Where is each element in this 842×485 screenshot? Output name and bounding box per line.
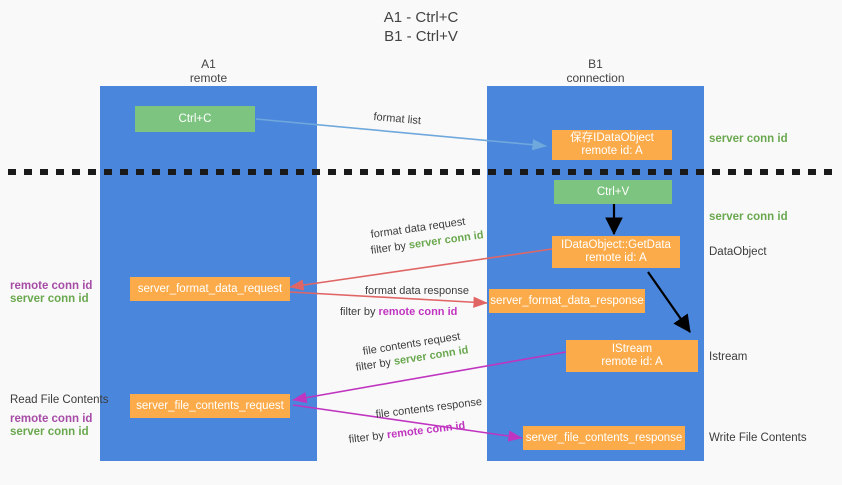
node-ctrl-v-label: Ctrl+V: [596, 185, 630, 198]
title-line-2: B1 - Ctrl+V: [384, 28, 458, 45]
edge-label-format-data-response-filter: filter by remote conn id: [340, 306, 457, 319]
label-read-file-contents: Read File Contents: [10, 394, 109, 406]
node-server-format-data-request[interactable]: server_format_data_request: [130, 277, 290, 301]
arrow-file-contents-request: [292, 351, 567, 404]
arrow-format-list: [255, 118, 547, 151]
label-dataobject: DataObject: [709, 246, 767, 258]
label-server-conn-id-2: server conn id: [10, 426, 89, 438]
lane-b1-name: B1: [588, 57, 603, 71]
node-save-dataobject[interactable]: 保存IDataObject remote id: A: [552, 130, 672, 160]
label-istream: Istream: [709, 351, 748, 363]
arrow-format-data-response: [289, 291, 488, 308]
node-istream[interactable]: IStream remote id: A: [566, 340, 698, 372]
label-remote-conn-id-2: remote conn id: [10, 413, 93, 425]
label-server-conn-id-mid: server conn id: [709, 211, 788, 223]
node-istream-line2: remote id: A: [601, 356, 663, 368]
label-server-conn-id-top: server conn id: [709, 133, 788, 145]
filter-key-remote-conn-id: remote conn id: [378, 306, 458, 318]
page-title: A1 - Ctrl+C B1 - Ctrl+V: [0, 8, 842, 46]
node-server-format-data-response[interactable]: server_format_data_response: [489, 289, 645, 313]
lane-header-a1: A1 remote: [100, 57, 317, 85]
node-idataobject-getdata-line1: IDataObject::GetData: [561, 239, 671, 251]
node-server-format-data-response-label: server_format_data_response: [490, 294, 644, 307]
node-save-dataobject-line1: 保存IDataObject: [570, 132, 654, 144]
node-save-dataobject-line2: remote id: A: [581, 145, 643, 157]
node-server-format-data-request-label: server_format_data_request: [137, 282, 283, 295]
filter-prefix: filter by: [340, 306, 379, 318]
node-server-file-contents-request-label: server_file_contents_request: [136, 399, 284, 412]
lane-a1-name: A1: [201, 57, 216, 71]
arrow-format-data-request: [289, 248, 553, 291]
node-istream-line1: IStream: [611, 343, 653, 355]
lane-b1-sub: connection: [566, 71, 625, 85]
node-idataobject-getdata[interactable]: IDataObject::GetData remote id: A: [552, 236, 680, 268]
lane-header-b1: B1 connection: [487, 57, 704, 85]
arrow-getdata-to-istream: [647, 271, 691, 333]
lane-a1-sub: remote: [189, 71, 228, 85]
label-server-conn-id-1: server conn id: [10, 293, 89, 305]
node-server-file-contents-response-label: server_file_contents_response: [525, 431, 683, 444]
node-server-file-contents-request[interactable]: server_file_contents_request: [130, 394, 290, 418]
label-write-file-contents: Write File Contents: [709, 432, 807, 444]
node-idataobject-getdata-line2: remote id: A: [585, 252, 647, 264]
node-ctrl-c[interactable]: Ctrl+C: [135, 106, 255, 132]
arrow-file-contents-response: [292, 404, 523, 442]
node-ctrl-v[interactable]: Ctrl+V: [554, 180, 672, 204]
node-server-file-contents-response[interactable]: server_file_contents_response: [523, 426, 685, 450]
title-line-1: A1 - Ctrl+C: [383, 9, 459, 26]
edge-label-format-data-response: format data response: [365, 285, 469, 297]
node-ctrl-c-label: Ctrl+C: [178, 112, 212, 125]
label-remote-conn-id-1: remote conn id: [10, 280, 93, 292]
